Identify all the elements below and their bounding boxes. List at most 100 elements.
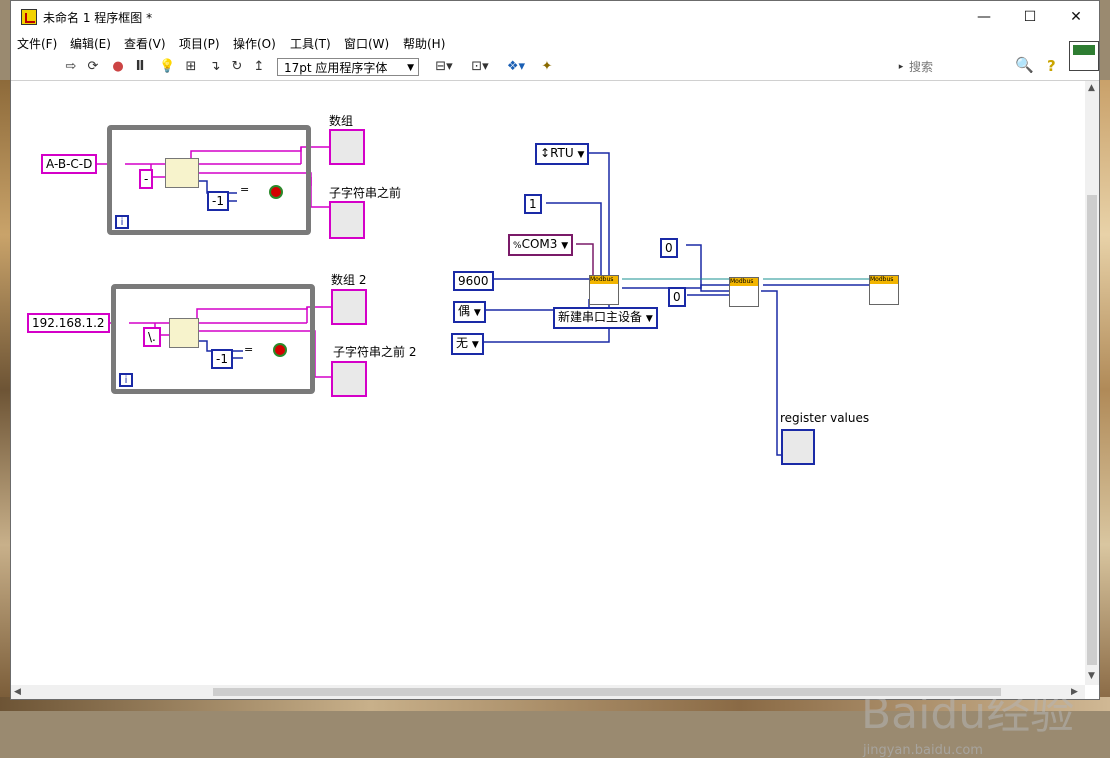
modbus-header: Modbus [590, 276, 618, 284]
start-address-constant[interactable]: 0 [660, 238, 678, 258]
slave-id-constant[interactable]: 1 [524, 194, 542, 214]
substring-indicator-label-1: 子字符串之前 [329, 186, 402, 200]
window-title: 未命名 1 程序框图 * [43, 11, 153, 25]
modbus-read-holding-registers-vi[interactable]: Modbus [729, 277, 759, 307]
array-indicator-1[interactable] [329, 129, 365, 165]
array-indicator-label-1: 数组 [329, 114, 354, 128]
flow-value: 无 [456, 336, 469, 350]
scroll-down-icon[interactable]: ▼ [1088, 671, 1095, 681]
abort-icon[interactable]: ● [112, 59, 124, 74]
menu-edit[interactable]: 编辑(E) [70, 37, 111, 51]
stop-condition-2[interactable] [273, 343, 287, 357]
numeric-constant-1[interactable]: -1 [207, 191, 229, 211]
align-icon[interactable]: ⊟▾ [435, 59, 453, 74]
labview-window: 未命名 1 程序框图 * — ☐ ✕ 文件(F) 编辑(E) 查看(V) 项目(… [10, 0, 1100, 758]
step-over-icon[interactable]: ↻ [231, 59, 243, 74]
pause-icon[interactable]: Ⅱ [135, 59, 145, 74]
com-port-constant[interactable]: %COM3 ▼ [508, 234, 574, 256]
ring-increment-icon: ↕ [540, 146, 551, 160]
com-port-value: COM3 [521, 237, 558, 251]
chevron-down-icon: ▼ [407, 63, 414, 73]
array-indicator-2[interactable] [331, 289, 367, 325]
equal-function-1[interactable]: = [240, 183, 250, 196]
reorder-icon[interactable]: ❖▾ [506, 59, 526, 74]
io-name-icon: % [513, 241, 522, 251]
block-diagram[interactable]: A-B-C-D - -1 = i 数组 子字符串之前 192.168.1.2 \… [11, 81, 1085, 758]
menu-help[interactable]: 帮助(H) [403, 37, 446, 51]
mode-ring-constant[interactable]: ↕RTU ▼ [535, 143, 590, 165]
menu-window[interactable]: 窗口(W) [344, 37, 390, 51]
stop-condition-1[interactable] [269, 185, 283, 199]
substring-indicator-1[interactable] [329, 201, 365, 239]
numeric-constant-2[interactable]: -1 [211, 349, 233, 369]
iteration-terminal-2: i [119, 373, 133, 387]
highlight-execution-icon[interactable]: 💡 [159, 59, 176, 74]
modbus-header: Modbus [730, 278, 758, 286]
vi-icon[interactable] [1069, 41, 1099, 71]
help-icon[interactable]: ? [1047, 57, 1056, 75]
match-pattern-function-2[interactable] [169, 318, 199, 348]
menu-file[interactable]: 文件(F) [17, 37, 58, 51]
chevron-down-icon: ▼ [473, 308, 481, 318]
modbus-close-vi[interactable]: Modbus [869, 275, 899, 305]
vertical-scroll-thumb[interactable] [1087, 195, 1097, 665]
horizontal-scroll-thumb[interactable] [213, 688, 1001, 696]
watermark-url: jingyan.baidu.com [863, 743, 983, 758]
match-pattern-function-1[interactable] [165, 158, 199, 188]
clean-diagram-icon[interactable]: ✦ [541, 59, 553, 74]
font-select[interactable]: 17pt 应用程序字体 ▼ [277, 58, 419, 76]
distribute-icon[interactable]: ⊡▾ [471, 59, 489, 74]
scroll-up-icon[interactable]: ▲ [1088, 83, 1095, 93]
substring-indicator-2[interactable] [331, 361, 367, 397]
modbus-create-master-vi[interactable]: Modbus [589, 275, 619, 305]
parity-ring-constant[interactable]: 偶 ▼ [453, 301, 486, 323]
desktop-background [0, 80, 10, 700]
menu-tools[interactable]: 工具(T) [290, 37, 331, 51]
delimiter-constant-1[interactable]: - [139, 169, 154, 189]
step-out-icon[interactable]: ↥ [253, 59, 265, 74]
run-arrow-icon[interactable]: ⇨ [65, 59, 77, 74]
flow-control-ring-constant[interactable]: 无 ▼ [451, 333, 484, 355]
search-icon[interactable]: 🔍 [1015, 56, 1034, 74]
modbus-header: Modbus [870, 276, 898, 284]
horizontal-scrollbar[interactable]: ◀ ▶ [11, 685, 1085, 699]
menu-project[interactable]: 项目(P) [179, 37, 220, 51]
scroll-right-icon[interactable]: ▶ [1071, 687, 1078, 697]
search-expand-icon[interactable]: ▸ [898, 62, 904, 72]
chevron-down-icon: ▼ [645, 314, 653, 324]
while-loop-2[interactable] [111, 284, 315, 394]
substring-indicator-label-2: 子字符串之前 2 [333, 345, 417, 359]
minimize-button[interactable]: — [977, 9, 991, 25]
font-select-value: 17pt 应用程序字体 [284, 61, 388, 75]
scroll-left-icon[interactable]: ◀ [14, 687, 21, 697]
while-loop-1[interactable] [107, 125, 311, 235]
register-values-label: register values [780, 411, 870, 425]
string-constant-ip[interactable]: 192.168.1.2 [27, 313, 110, 333]
labview-app-icon [21, 9, 37, 25]
chevron-down-icon: ▼ [577, 150, 585, 160]
equal-function-2[interactable]: = [244, 343, 254, 356]
string-constant-abcd[interactable]: A-B-C-D [41, 154, 98, 174]
toolbar: ⇨ ⟳ ● Ⅱ 💡 ⊞ ↴ ↻ ↥ 17pt 应用程序字体▼ ⊟▾ ⊡▾ ❖▾ … [11, 53, 1099, 81]
mode-value: RTU [550, 146, 574, 160]
maximize-button[interactable]: ☐ [1023, 9, 1037, 25]
count-constant[interactable]: 0 [668, 287, 686, 307]
run-continuous-icon[interactable]: ⟳ [87, 59, 99, 74]
close-button[interactable]: ✕ [1070, 9, 1082, 25]
register-values-indicator[interactable] [781, 429, 815, 465]
retain-wire-values-icon[interactable]: ⊞ [185, 59, 197, 74]
wires [97, 146, 869, 456]
parity-value: 偶 [458, 304, 471, 318]
delimiter-constant-2[interactable]: \. [143, 327, 161, 347]
baud-rate-constant[interactable]: 9600 [453, 271, 494, 291]
instance-selector[interactable]: 新建串口主设备 ▼ [553, 307, 658, 329]
modbus-wires [479, 152, 781, 456]
vertical-scrollbar[interactable]: ▲ ▼ [1085, 81, 1099, 685]
array-indicator-label-2: 数组 2 [331, 273, 367, 287]
iteration-terminal-1: i [115, 215, 129, 229]
step-into-icon[interactable]: ↴ [209, 59, 221, 74]
menu-operate[interactable]: 操作(O) [233, 37, 276, 51]
search-input[interactable]: 搜索 [909, 60, 934, 74]
chevron-down-icon: ▼ [561, 241, 569, 251]
menu-view[interactable]: 查看(V) [124, 37, 166, 51]
